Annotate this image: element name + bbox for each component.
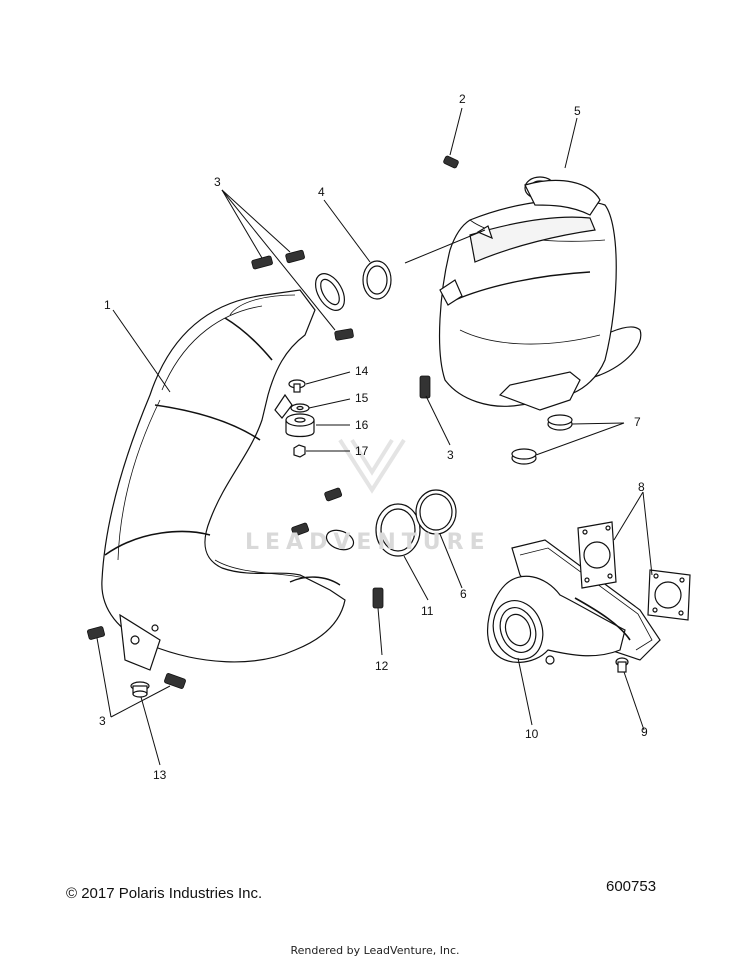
plug-part-13 [130,681,150,698]
exhaust-pipe-part-1 [101,273,355,671]
grommet-part-16 [285,413,315,438]
callout-5: 5 [574,104,581,118]
seal-ring-part-6 [415,489,457,535]
seal-ring-part-11 [375,503,421,557]
washer-part-15 [290,403,310,413]
callout-17: 17 [355,444,369,458]
manifold-part-10 [486,539,661,665]
nut-part-17 [293,444,306,458]
callout-3: 3 [214,175,221,189]
callout-4: 4 [318,185,325,199]
callout-15: 15 [355,391,369,405]
bolt-part-9 [615,657,629,673]
seal-ring-part-4 [362,260,392,300]
spring-icon [87,155,459,689]
callout-2: 2 [459,92,466,106]
callout-3: 3 [447,448,454,462]
callout-1: 1 [104,298,111,312]
diagram-number: 600753 [606,878,657,895]
leader-lines [96,107,653,766]
callout-13: 13 [153,768,167,782]
callout-12: 12 [375,659,389,673]
callout-11: 11 [421,604,434,618]
callout-10: 10 [525,727,539,741]
callout-7: 7 [634,415,641,429]
rendered-by-footer: Rendered by LeadVenture, Inc. [290,944,460,957]
grommet-part-7 [511,414,573,465]
watermark-logo [338,438,406,494]
callout-6: 6 [460,587,467,601]
gasket-part-8-b [647,569,691,621]
silencer-part-5 [438,176,642,411]
copyright-text: © 2017 Polaris Industries Inc. [66,885,263,902]
watermark-text: LEADVENTURE [245,530,491,555]
callout-3: 3 [99,714,106,728]
callout-8: 8 [638,480,645,494]
bolt-part-14 [288,379,306,393]
callout-16: 16 [355,418,369,432]
callout-9: 9 [641,725,648,739]
callout-14: 14 [355,364,369,378]
gasket-part-8-a [577,521,617,589]
